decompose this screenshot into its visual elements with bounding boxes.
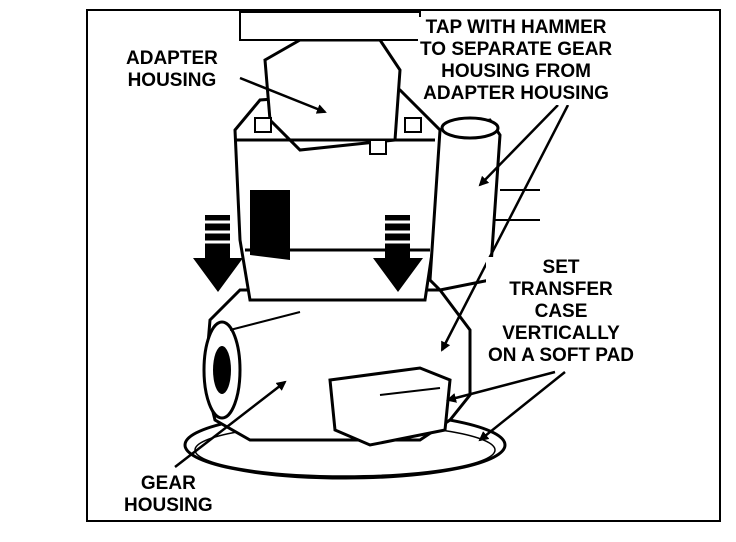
housing-edge <box>229 311 301 331</box>
left-down-arrow <box>193 215 243 292</box>
gear-housing-boss <box>328 366 452 447</box>
left-arrow-stripes <box>203 220 232 244</box>
tap-instruction-label: TAP WITH HAMMER TO SEPARATE GEAR HOUSING… <box>418 17 615 105</box>
tap-leader-1 <box>478 104 559 187</box>
tube-stripes <box>495 189 540 221</box>
adapter-shading <box>250 190 290 260</box>
set-vertically-label: SET TRANSFER CASE VERTICALLY ON A SOFT P… <box>486 257 637 367</box>
boss-line <box>379 387 441 396</box>
bearing-bore <box>213 346 231 394</box>
adapter-leader <box>239 76 327 114</box>
right-arrow-stripes <box>383 220 412 244</box>
pad-leader-1 <box>446 370 556 403</box>
pad-leader-2 <box>478 371 566 442</box>
adapter-housing-label: ADAPTER HOUSING <box>124 48 220 92</box>
figure-border <box>86 9 721 522</box>
bolt-c <box>404 117 422 133</box>
bolt-a <box>254 117 272 133</box>
bolt-b <box>369 139 387 155</box>
adapter-housing-upper <box>239 11 421 41</box>
tap-leader-2 <box>440 104 570 352</box>
output-tube-end <box>440 116 500 140</box>
right-down-arrow <box>373 215 423 292</box>
gear-leader <box>174 380 287 468</box>
gear-housing-label: GEAR HOUSING <box>122 473 215 517</box>
